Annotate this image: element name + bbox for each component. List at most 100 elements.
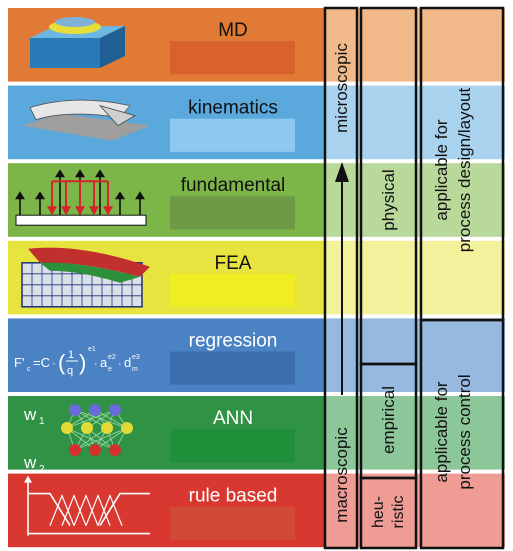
fuzzy-triangle [49, 493, 75, 526]
fea-chip-red [28, 247, 150, 277]
row-label-swatch [170, 351, 295, 385]
fund-down-arrow-head [89, 206, 99, 216]
md-tool-top [55, 17, 95, 27]
formula-frac-den: q [67, 365, 73, 377]
fund-down-arrow-head [75, 206, 85, 216]
fund-up-arrow-head [135, 191, 145, 200]
ann-node-hidden [61, 422, 73, 434]
ann-node-input [89, 404, 101, 416]
row-label-swatch [170, 506, 295, 540]
model-row-6: ANN [8, 396, 505, 470]
formula-a-sub: e [108, 366, 112, 373]
formula-dot: · [52, 358, 56, 370]
control-box [419, 318, 505, 550]
scale-arrow-head [335, 162, 349, 182]
model-type-column: physical empirical heu- ristic [359, 6, 418, 550]
row-label: rule based [189, 486, 278, 507]
fund-up-arrow-head [95, 169, 105, 178]
fund-up-arrow-head [15, 191, 25, 200]
ann-node-output [109, 444, 121, 456]
fund-plate [15, 214, 147, 226]
formula-eq: =C [33, 355, 50, 370]
formula-paren-open: ( [58, 350, 66, 375]
fuzzy-triangle [73, 493, 99, 526]
formula-a: a [100, 355, 108, 370]
ann-w1: w [23, 405, 37, 424]
fea-mesh-icon [21, 247, 150, 308]
scale-axis-column: microscopic macroscopic [323, 6, 359, 550]
scale-axis-frame [323, 6, 359, 550]
ann-link [94, 427, 128, 451]
axis-microscopic-label: microscopic [332, 43, 351, 133]
regression-formula-icon: F' c =C · ( 1 q ) e1 · a e e2 · d m e3 [14, 346, 140, 377]
kinematics-chip-icon [22, 99, 150, 141]
fuzzy-triangle [97, 493, 123, 526]
row-label: MD [218, 20, 248, 41]
fund-up-arrow-head [75, 169, 85, 178]
fund-up-arrow-head [115, 191, 125, 200]
ann-w2-sub: 2 [39, 464, 45, 475]
row-label: ANN [213, 408, 253, 429]
application-column: applicable for process design/layout app… [419, 6, 505, 550]
formula-dot2: · [94, 358, 98, 370]
control-label-line2: process control [455, 374, 474, 489]
fuzzy-right-shoulder [99, 492, 150, 527]
force-arrows-icon [15, 169, 147, 226]
empirical-label: empirical [379, 386, 398, 454]
ann-node-output [89, 444, 101, 456]
row-label-swatch [170, 429, 295, 463]
row-label-swatch [170, 196, 295, 230]
fuzzy-left-shoulder [28, 492, 71, 527]
design-label-line1: applicable for [432, 119, 451, 220]
row-label: fundamental [181, 175, 286, 196]
row-icons [15, 17, 150, 536]
formula-dot3: · [118, 358, 122, 370]
kin-chip [29, 99, 131, 121]
heuristic-label-line2: ristic [390, 496, 407, 529]
formula-lhs-sub: c [27, 366, 31, 373]
fea-chip-green [40, 262, 140, 283]
md-block-side [100, 26, 125, 68]
kin-grain [98, 104, 137, 127]
fund-down-arrow-head [61, 206, 71, 216]
row-label: kinematics [188, 98, 278, 119]
fuzzy-membership-icon [24, 475, 150, 536]
formula-paren-close: ) [79, 350, 86, 375]
kin-surface [22, 113, 150, 141]
ann-link [66, 409, 116, 429]
ann-link [74, 427, 128, 451]
axis-macroscopic-label: macroscopic [332, 427, 351, 523]
formula-exp1: e1 [88, 346, 96, 353]
row-label-swatch [170, 273, 295, 308]
fund-up-arrow-head [55, 169, 65, 178]
formula-exp3: e3 [132, 354, 140, 361]
formula-d-sub: m [132, 366, 138, 373]
model-row-7: rule based [8, 473, 505, 548]
heuristic-box [359, 476, 418, 550]
row-label: FEA [215, 253, 252, 274]
physical-label: physical [379, 169, 398, 230]
fund-up-arrow-head [35, 191, 45, 200]
control-label-line1: applicable for [432, 381, 451, 482]
ann-node-input [69, 404, 81, 416]
formula-exp2: e2 [108, 354, 116, 361]
ann-w2: w [23, 453, 37, 472]
ann-node-hidden [81, 422, 93, 434]
neural-network-icon [61, 404, 133, 456]
formula-lhs: F' [14, 355, 24, 370]
row-label-swatch [170, 41, 295, 75]
ann-node-hidden [121, 422, 133, 434]
ann-link [74, 427, 108, 451]
fund-down-arrow-head [103, 206, 113, 216]
ann-node-output [69, 444, 81, 456]
ann-node-hidden [101, 422, 113, 434]
row-label-swatch [170, 118, 295, 152]
design-label-line2: process design/layout [455, 88, 474, 253]
formula-frac-num: 1 [68, 349, 74, 361]
heuristic-label-line1: heu- [370, 496, 387, 528]
formula-d: d [124, 355, 131, 370]
ann-w1-sub: 1 [39, 416, 45, 427]
fuzzy-triangle [61, 493, 87, 526]
